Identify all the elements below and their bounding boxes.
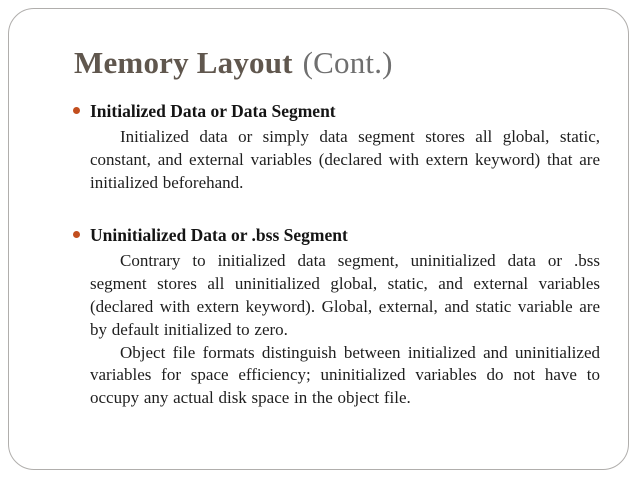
paragraph: Object file formats distinguish between … — [90, 342, 600, 408]
paragraph: Contrary to initialized data segment, un… — [90, 251, 600, 339]
bullet-item-uninitialized-data: Uninitialized Data or .bss Segment Contr… — [72, 223, 600, 410]
bullet-heading: Uninitialized Data or .bss Segment — [90, 225, 348, 246]
page-title-suffix: (Cont.) — [302, 45, 393, 80]
slide-body: Initialized Data or Data Segment Initial… — [72, 99, 600, 410]
bullet-item-initialized-data: Initialized Data or Data Segment Initial… — [72, 99, 600, 194]
paragraph: Initialized data or simply data segment … — [90, 127, 600, 192]
page-title-main: Memory Layout — [74, 45, 293, 80]
bullet-heading: Initialized Data or Data Segment — [90, 101, 336, 121]
bullet-dot-icon — [73, 107, 80, 114]
page-title: Memory Layout (Cont.) — [74, 44, 393, 82]
bullet-dot-icon — [73, 231, 80, 239]
